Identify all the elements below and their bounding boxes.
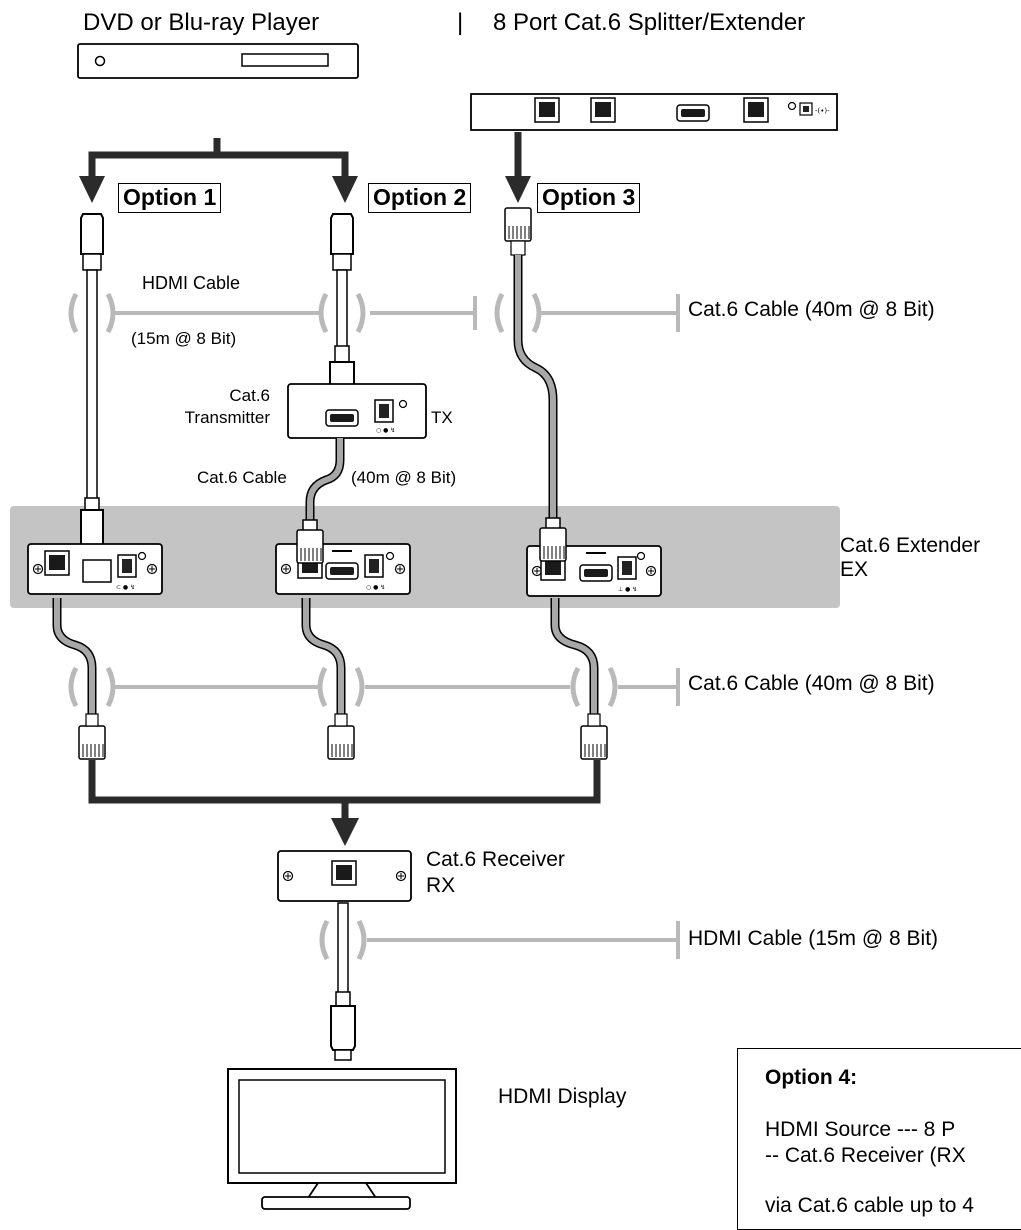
cat6-cable-top-label: Cat.6 Cable (40m @ 8 Bit) xyxy=(688,298,935,321)
option4-title: Option 4: xyxy=(765,1066,858,1089)
ex-to-rx-cables xyxy=(52,598,599,720)
cat6-cable-short-label: Cat.6 Cable xyxy=(197,468,287,487)
splitter-device: -(•)- xyxy=(470,93,838,131)
cable-lines-top xyxy=(115,294,680,332)
extender-label-line2: EX xyxy=(840,558,869,581)
extender-label-line1: Cat.6 Extender xyxy=(840,534,981,557)
dvd-player-device xyxy=(77,43,359,79)
option3-label: Option 3 xyxy=(537,183,641,214)
extender-device-2: ○ ● ↯ xyxy=(275,543,411,595)
option1-hdmi-cable xyxy=(80,213,104,551)
svg-text:○ ● ↯: ○ ● ↯ xyxy=(366,584,385,591)
splitter-label: 8 Port Cat.6 Splitter/Extender xyxy=(493,9,806,36)
svg-text:-(•)-: -(•)- xyxy=(815,107,830,115)
cable-lines-bottom xyxy=(367,921,680,959)
cat6-cable-middle-label: Cat.6 Cable (40m @ 8 Bit) xyxy=(688,672,935,695)
option4-line3: via Cat.6 cable up to 4 xyxy=(765,1194,974,1217)
hdmi-cable-label: HDMI Cable xyxy=(142,273,241,293)
extender-device-1: ⊂ ● ↯ xyxy=(27,543,163,595)
transmitter-label-line2: Transmitter xyxy=(184,408,270,427)
title-separator: | xyxy=(457,9,464,36)
rx-to-display-cable xyxy=(330,902,356,1061)
cat6-cable-short-length-label: (40m @ 8 Bit) xyxy=(351,468,457,487)
hdmi-cable-bottom-label: HDMI Cable (15m @ 8 Bit) xyxy=(688,927,939,950)
option3-cat6-cable xyxy=(504,207,561,535)
svg-text:⊥ ● ↯: ⊥ ● ↯ xyxy=(618,586,637,593)
transmitter-label-line1: Cat.6 xyxy=(229,386,270,405)
transmitter-device: ○ ● ↯ xyxy=(287,383,427,439)
option4-line2: -- Cat.6 Receiver (RX xyxy=(765,1144,966,1167)
tx-label: TX xyxy=(431,408,453,427)
hdmi-display-device xyxy=(227,1068,457,1210)
cable-lines-middle xyxy=(115,668,680,706)
option4-line1: HDMI Source --- 8 P xyxy=(765,1118,956,1141)
svg-text:⊂ ● ↯: ⊂ ● ↯ xyxy=(116,584,135,591)
hdmi-display-label: HDMI Display xyxy=(498,1085,627,1108)
option4-box: Option 4: HDMI Source --- 8 P -- Cat.6 R… xyxy=(737,1048,1021,1230)
receiver-label-line1: Cat.6 Receiver xyxy=(426,848,565,871)
receiver-device xyxy=(277,850,412,902)
option1-label: Option 1 xyxy=(118,183,222,214)
option2-hdmi-cable xyxy=(329,213,355,407)
dvd-player-label: DVD or Blu-ray Player xyxy=(83,9,320,36)
top-arrows xyxy=(88,132,522,178)
svg-text:○ ● ↯: ○ ● ↯ xyxy=(376,427,395,434)
hdmi-cable-length-label: (15m @ 8 Bit) xyxy=(131,329,237,348)
option2-label: Option 2 xyxy=(368,183,472,214)
receiver-label-line2: RX xyxy=(426,874,456,897)
